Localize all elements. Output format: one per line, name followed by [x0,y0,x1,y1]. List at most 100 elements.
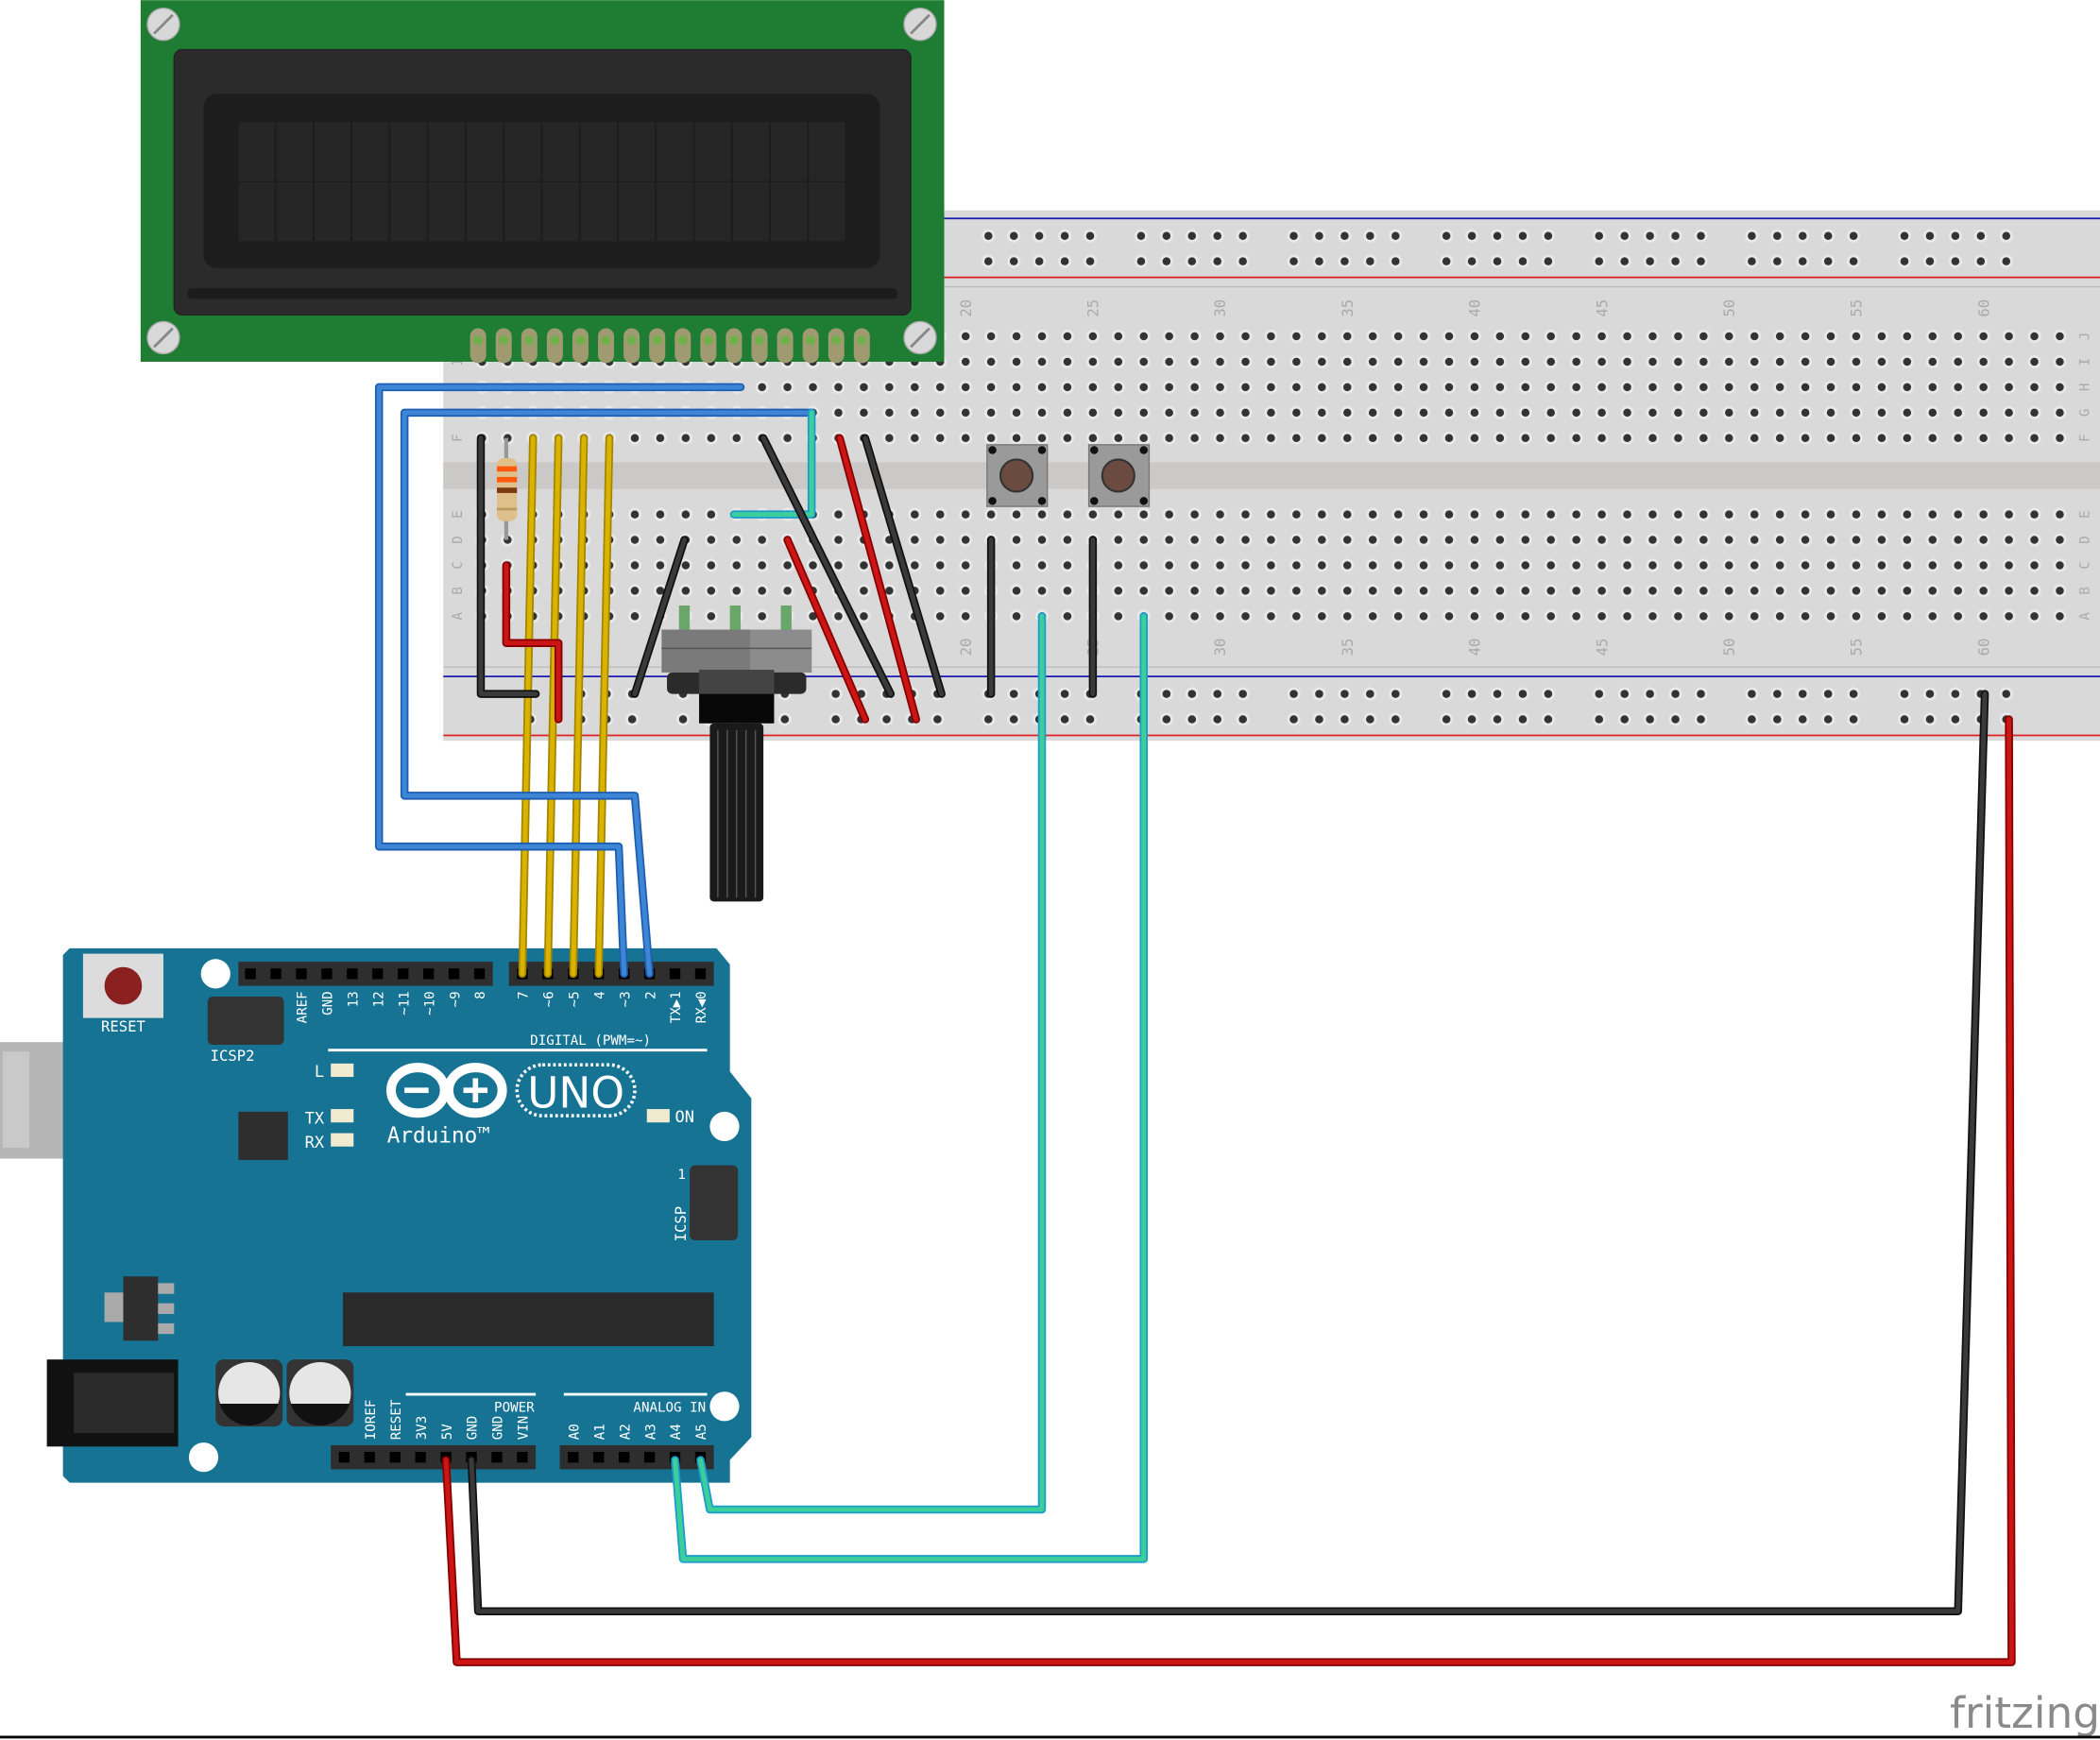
rail-hole [1162,257,1171,265]
led-on-label: ON [675,1108,694,1127]
rail-hole [1162,690,1171,698]
wire-black-core[interactable] [469,691,1988,1614]
breadboard-hole [1368,612,1377,621]
rail-hole [1467,257,1477,265]
wire-yellow-core[interactable] [571,435,587,977]
header-pin[interactable] [245,968,256,980]
breadboard-hole [1674,612,1682,621]
breadboard-hole [1521,587,1530,595]
header-pin[interactable] [618,1452,630,1463]
header-pin[interactable] [643,1452,656,1463]
header-pin[interactable] [694,968,707,980]
breadboard-hole [681,434,691,443]
wire-red-core[interactable] [837,435,919,722]
wire-red-core[interactable] [504,562,561,722]
breadboard-hole [1368,383,1377,392]
header-pin[interactable] [364,1452,375,1463]
row-label: G [2078,409,2093,418]
header-pin[interactable] [398,968,409,980]
breadboard-hole [1826,434,1835,443]
rail-hole [1620,690,1629,698]
lcd-char-cell [504,181,541,242]
breadboard-hole [935,561,945,570]
wire-red-core[interactable] [785,537,868,722]
breadboard-hole [1495,357,1505,367]
breadboard-hole [1318,383,1326,392]
breadboard-hole [1241,561,1250,570]
column-number: 20 [958,639,975,657]
breadboard-hole [707,434,716,443]
rail-hole [1366,257,1374,265]
header-pin[interactable] [669,968,681,980]
breadboard-hole [1342,408,1352,418]
header-pin[interactable] [473,968,486,980]
rail-hole [1467,231,1477,240]
pushbutton[interactable] [986,444,1049,507]
header-pin[interactable] [423,968,435,980]
breadboard-hole [1826,408,1835,418]
wire-blue-core[interactable] [376,384,743,977]
wire-yellow-core[interactable] [596,435,612,977]
breadboard-hole [2030,357,2039,367]
breadboard-hole [2056,612,2064,621]
lcd-char-cell [809,181,845,242]
header-pin[interactable] [389,1452,401,1463]
wire-black-core[interactable] [862,435,945,697]
breadboard-hole [1139,587,1148,595]
breadboard-hole [1928,612,1938,621]
breadboard-hole [1852,434,1861,443]
lcd-16x2 [140,0,945,364]
breadboard-hole [1342,332,1352,341]
wire-cyan-core[interactable] [731,410,814,518]
breadboard-hole [1597,587,1606,595]
header-pin[interactable] [415,1452,426,1463]
reset-button-cap[interactable] [104,966,143,1005]
header-pin[interactable] [491,1452,503,1463]
wire-black-core[interactable] [760,435,894,697]
breadboard-hole [1318,561,1326,570]
header-pin[interactable] [593,1452,605,1463]
column-number: 20 [958,299,975,317]
breadboard-hole [1521,434,1530,443]
pushbutton[interactable] [1087,444,1151,507]
breadboard-hole [1903,434,1912,443]
header-pin[interactable] [338,1452,350,1463]
breadboard-hole [1979,434,1988,443]
breadboard-hole [783,587,792,595]
header-pin[interactable] [568,1452,579,1463]
wire-blue-core[interactable] [401,410,814,977]
header-pin[interactable] [448,968,460,980]
potentiometer[interactable] [661,605,812,902]
header-pin[interactable] [372,968,384,980]
wire-yellow-core[interactable] [520,435,536,977]
header-pin[interactable] [517,1452,528,1463]
header-pin[interactable] [270,968,282,980]
pin-label: ~11 [397,991,412,1015]
rail-hole [1595,257,1604,265]
rail-hole [1773,715,1782,724]
breadboard-hole [1419,332,1428,341]
wire-black-core[interactable] [478,435,538,697]
wire-red-core[interactable] [443,717,2014,1665]
breadboard-hole [935,587,945,595]
wire-cyan-core[interactable] [673,613,1147,1561]
wire-cyan-core[interactable] [697,613,1045,1512]
breadboard-hole [1979,383,1988,392]
rail-hole [1799,690,1807,698]
header-pin[interactable] [296,968,307,980]
lcd-char-cell [771,122,808,181]
breadboard-hole [707,587,716,595]
pin-label: AREF [296,991,311,1023]
column-number: 55 [1849,299,1866,317]
breadboard-hole [2056,510,2064,519]
header-pin[interactable] [347,968,358,980]
column-number: 25 [1085,299,1102,317]
wire-black-core[interactable] [632,537,687,697]
reset-label: RESET [101,1018,146,1035]
breadboard-hole [1954,536,1962,544]
breadboard-hole [1419,383,1428,392]
breadboard-hole [1444,434,1454,443]
header-pin[interactable] [321,968,333,980]
led-on [646,1109,670,1123]
wire-yellow-core[interactable] [545,435,561,977]
